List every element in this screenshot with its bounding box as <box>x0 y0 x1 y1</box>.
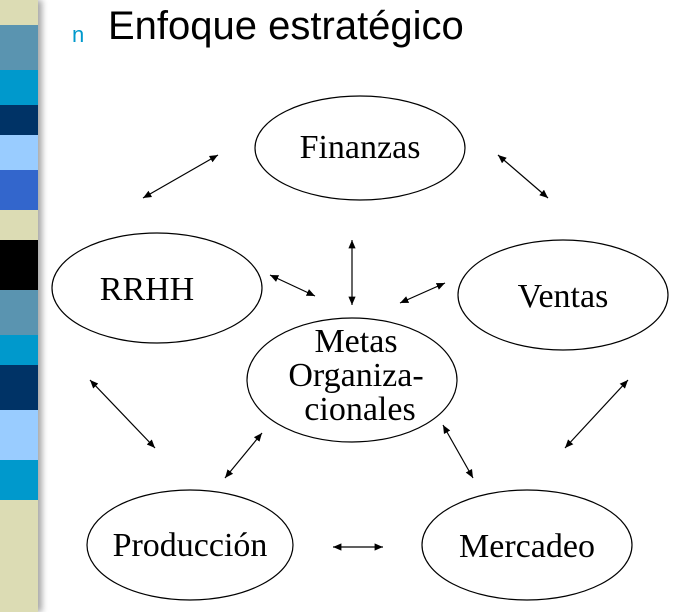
label-metas-3: cionales <box>304 391 415 428</box>
label-rrhh: RRHH <box>100 271 194 308</box>
arrow-metas-produccion <box>224 432 263 479</box>
arrow-finanzas-ventas <box>497 154 549 199</box>
bullet-icon: n <box>72 22 85 47</box>
arrow-ventas-metas <box>399 282 446 304</box>
arrow-rrhh-finanzas <box>142 154 219 199</box>
node-ventas <box>457 239 669 351</box>
label-ventas: Ventas <box>518 278 609 315</box>
node-finanzas <box>254 95 466 201</box>
arrow-metas-mercadeo <box>442 424 474 479</box>
node-metas <box>246 317 458 443</box>
decorative-stripe <box>0 0 38 612</box>
arrow-rrhh-metas <box>269 274 316 297</box>
label-finanzas: Finanzas <box>300 129 421 166</box>
arrow-rrhh-produccion <box>89 379 156 449</box>
node-produccion <box>86 489 294 601</box>
label-metas-1: Metas <box>314 323 397 360</box>
label-mercadeo: Mercadeo <box>459 528 595 565</box>
node-rrhh <box>51 232 263 344</box>
node-mercadeo <box>421 489 633 601</box>
arrow-ventas-mercadeo <box>564 379 629 449</box>
label-metas-2: Organiza- <box>288 357 423 394</box>
slide-title: Enfoque estratégico <box>108 4 464 48</box>
label-produccion: Producción <box>113 527 268 564</box>
